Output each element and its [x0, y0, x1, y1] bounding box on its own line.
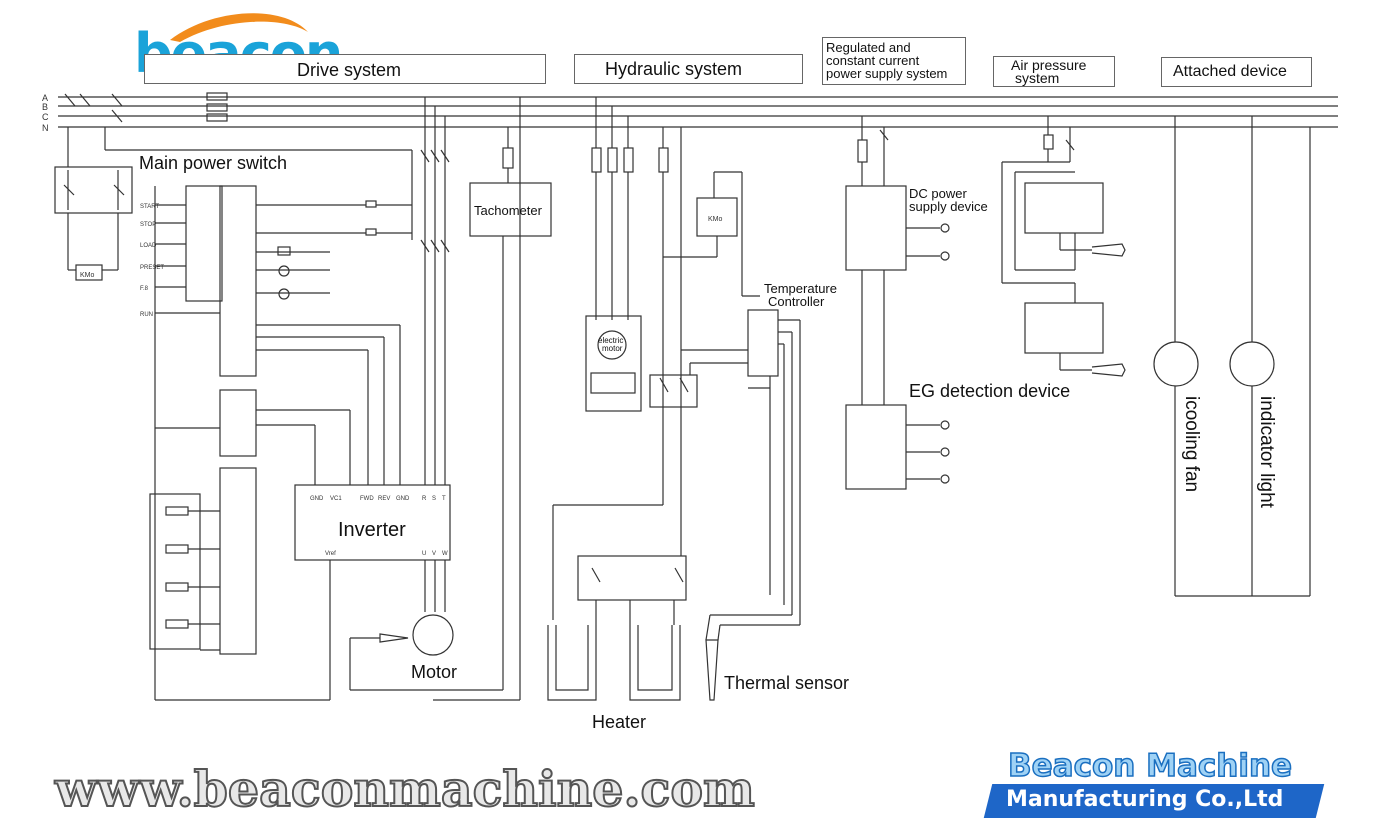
- label-cooling-fan: icooling fan: [1181, 396, 1202, 493]
- inverter-terminal-v: V: [432, 551, 436, 557]
- inverter-terminal-gnd-2: GND: [396, 496, 410, 502]
- bus-label-n: N: [42, 123, 49, 133]
- label-inverter: Inverter: [338, 519, 406, 541]
- plc-label-stop: STOP: [140, 222, 156, 228]
- dc-power-supply-box: [845, 185, 907, 271]
- inverter-terminal-fwd: FWD: [360, 496, 374, 502]
- label-eg-detection: EG detection device: [909, 381, 1071, 401]
- section-drive-title: Drive system: [297, 60, 402, 80]
- plc-label-preset: PRESET: [140, 265, 164, 271]
- drive-motor-symbol: [412, 614, 454, 656]
- bus-label-b: B: [42, 102, 48, 112]
- label-tachometer: Tachometer: [474, 203, 542, 218]
- bus-label-c: C: [42, 112, 49, 122]
- kmo-tag-main: KMo: [80, 272, 95, 279]
- label-indicator-light: indicator light: [1256, 396, 1277, 508]
- section-regulated-title-1: Regulated and: [826, 40, 911, 55]
- electric-motor-symbol: [597, 330, 627, 360]
- company-name-line2: Manufacturing Co.,Ltd: [1006, 787, 1284, 812]
- logo-swoosh-icon: [170, 13, 308, 42]
- hydraulic-relay: [649, 374, 698, 408]
- inverter-terminal-vc1: VC1: [330, 496, 342, 502]
- section-regulated-title-3: power supply system: [826, 66, 948, 81]
- plc-label-f8: F.8: [140, 286, 149, 292]
- section-air-title-2: system: [1015, 70, 1060, 86]
- label-dc-2: supply device: [909, 199, 988, 214]
- plc-input-block: [185, 185, 223, 302]
- section-air-pressure: Air pressure system: [993, 56, 1115, 87]
- website-watermark: www.beaconmachine.com: [54, 759, 756, 819]
- plc-label-run: RUN: [140, 312, 153, 318]
- label-electric-motor-1: electric: [598, 336, 624, 345]
- kmo-tag-temp: KMo: [708, 216, 723, 223]
- section-attached-device: Attached device: [1161, 57, 1312, 87]
- potentiometer-panel: [149, 493, 201, 650]
- kmo-coil-main: [75, 264, 103, 281]
- inverter-box: [294, 484, 451, 561]
- indicator-light-symbol: [1229, 341, 1275, 387]
- hydraulic-motor-box: [585, 315, 642, 412]
- section-drive-system: Drive system: [144, 54, 546, 84]
- plc-analog-block: [219, 467, 257, 655]
- thermal-sensor-probe: [705, 639, 719, 701]
- inverter-terminal-w: W: [442, 551, 448, 557]
- label-temperature-2: Controller: [768, 294, 825, 309]
- temperature-controller-box: [747, 309, 779, 377]
- air-pressure-gauge-2: [1024, 302, 1104, 354]
- tachometer-box: [469, 182, 552, 237]
- heater-relay-box: [577, 555, 687, 601]
- label-temperature-controller: Temperature Controller: [764, 282, 837, 308]
- bus-label-a: A: [42, 93, 48, 103]
- plc-module: [219, 185, 257, 377]
- bus-fuse: [206, 92, 228, 101]
- inverter-terminal-rev: REV: [378, 496, 390, 502]
- company-name-line1: Beacon Machine: [1007, 747, 1293, 785]
- heater-element-2: [629, 625, 681, 701]
- heater-element-1: [547, 625, 597, 701]
- eg-detection-box: [845, 404, 907, 490]
- section-hydraulic-system: Hydraulic system: [574, 54, 803, 84]
- inverter-terminal-r: R: [422, 496, 427, 502]
- section-regulated-title-2: constant current: [826, 53, 920, 68]
- label-main-power-switch: Main power switch: [139, 153, 288, 173]
- label-dc-power-supply: DC power supply device: [909, 187, 988, 213]
- label-dc-1: DC power: [909, 186, 967, 201]
- label-temperature-1: Temperature: [764, 281, 837, 296]
- main-power-switch-box: [54, 166, 133, 214]
- inverter-terminal-vref: Vref: [325, 551, 336, 557]
- inverter-terminal-s: S: [432, 496, 436, 502]
- plc-module-2: [219, 389, 257, 457]
- section-air-title-1: Air pressure: [1011, 57, 1087, 73]
- inverter-terminal-u: U: [422, 551, 426, 557]
- inverter-terminal-gnd: GND: [310, 496, 324, 502]
- section-regulated-power: Regulated and constant current power sup…: [822, 37, 966, 85]
- plc-label-start: START: [140, 204, 159, 210]
- air-pressure-gauge-1: [1024, 182, 1104, 234]
- company-logo: Beacon Machine Manufacturing Co.,Ltd: [983, 747, 1328, 820]
- plc-label-load: LOAD: [140, 243, 157, 249]
- label-thermal-sensor: Thermal sensor: [724, 673, 850, 693]
- label-electric-motor: electric motor: [598, 337, 623, 353]
- section-attached-title: Attached device: [1173, 63, 1287, 80]
- section-hydraulic-title: Hydraulic system: [605, 59, 743, 79]
- inverter-terminal-t: T: [442, 496, 446, 502]
- label-motor: Motor: [411, 662, 458, 682]
- cooling-fan-symbol: [1153, 341, 1199, 387]
- label-heater: Heater: [592, 712, 647, 732]
- label-electric-motor-2: motor: [602, 344, 623, 353]
